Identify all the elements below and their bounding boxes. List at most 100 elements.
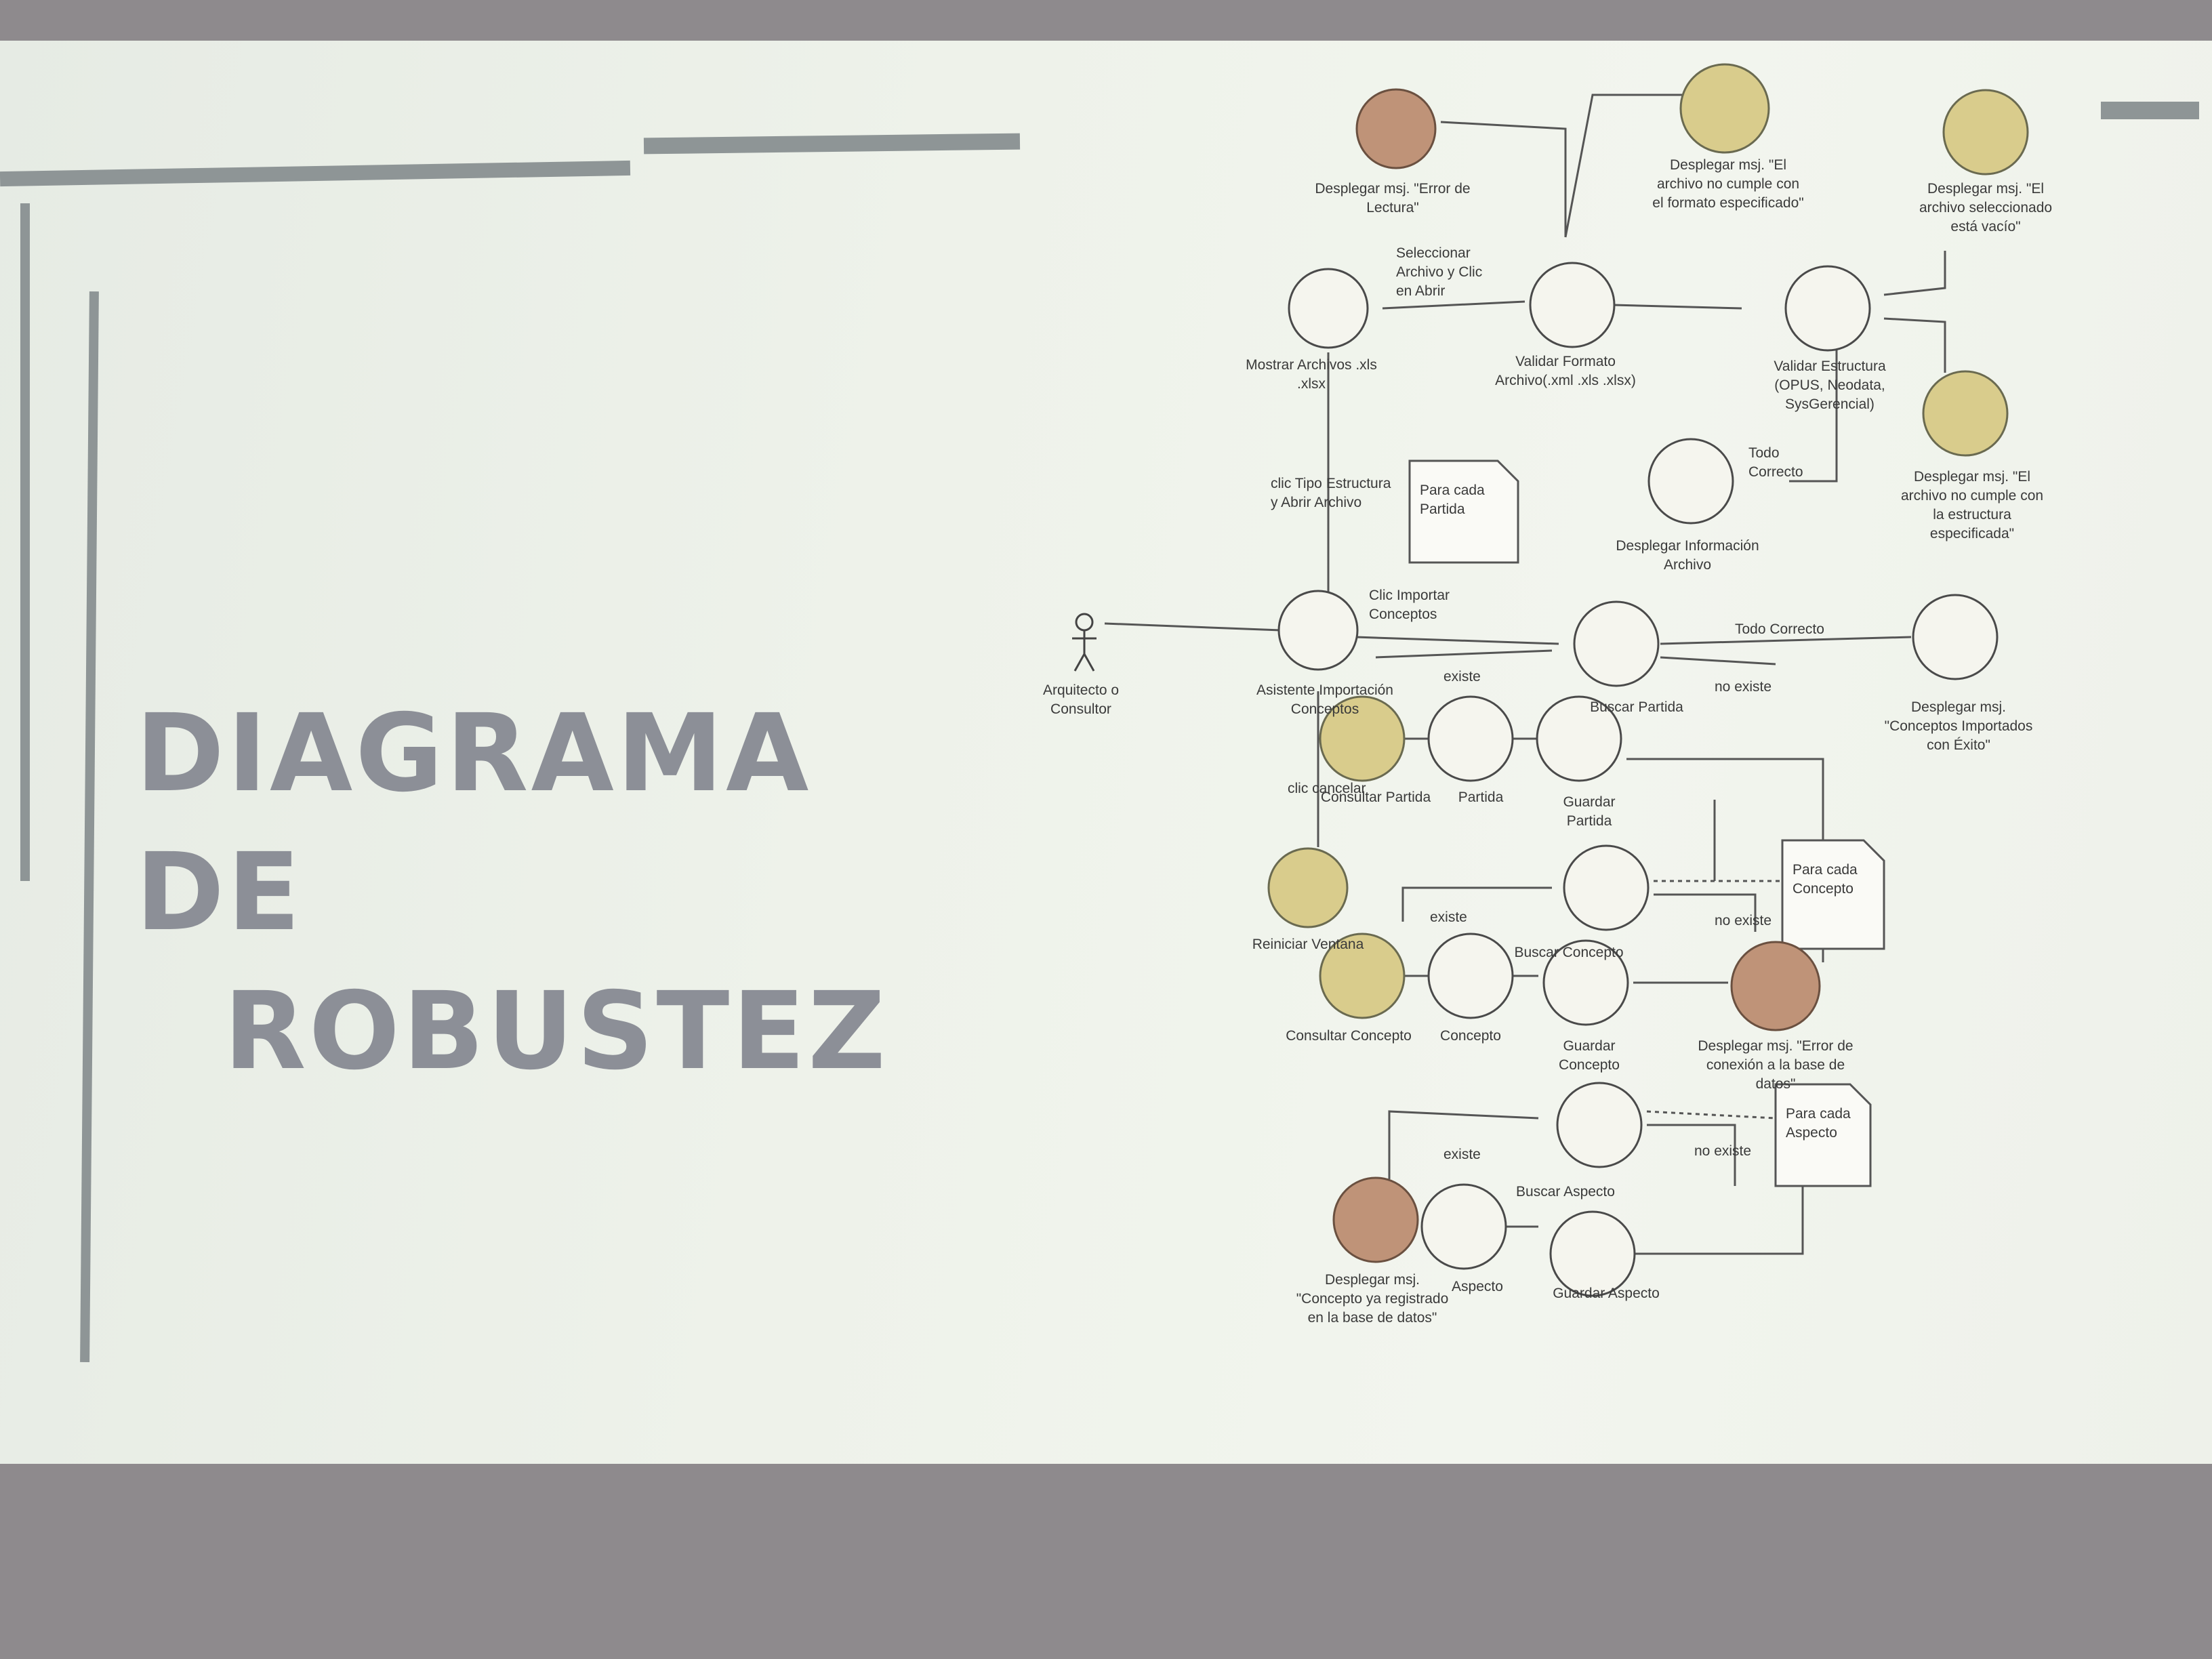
label-aspecto: Aspecto <box>1452 1279 1503 1294</box>
edge-no-estructura <box>1883 317 1946 373</box>
label-concepto: Concepto <box>1440 1028 1501 1044</box>
label-no-estructura-3: la estructura <box>1933 507 2011 523</box>
edge-vacio <box>1883 251 1946 296</box>
label-mostrar-1: Mostrar Archivos .xls <box>1246 357 1377 373</box>
label-error-lectura-2: Lectura" <box>1366 200 1419 216</box>
label-validar-estructura-1: Validar Estructura <box>1774 359 1886 374</box>
label-vacio-3: está vacío" <box>1950 219 2020 234</box>
note-partida-line1: Para cada <box>1420 483 1485 498</box>
label-importados-2: "Conceptos Importados <box>1885 718 2033 734</box>
label-buscar-concepto: Buscar Concepto <box>1514 945 1623 960</box>
label-validar-estructura-2: (OPUS, Neodata, <box>1774 377 1885 393</box>
edge-label-existe-3: existe <box>1443 1147 1481 1162</box>
label-consultar-partida: Consultar Partida <box>1321 790 1431 805</box>
label-desplegar-info-1: Desplegar Información <box>1616 538 1759 554</box>
label-no-formato-3: el formato especificado" <box>1652 195 1803 211</box>
edge-label-existe-2: existe <box>1430 909 1467 925</box>
label-reiniciar: Reiniciar Ventana <box>1252 937 1364 952</box>
left-vertical-rule-inner <box>80 291 99 1363</box>
label-buscar-aspecto: Buscar Aspecto <box>1516 1184 1615 1200</box>
note-partida-line2: Partida <box>1420 501 1465 517</box>
edge-error-lectura <box>1440 121 1567 237</box>
note-partida: Para cada Partida <box>1408 459 1519 564</box>
edge-label-no-existe-3: no existe <box>1694 1143 1751 1159</box>
label-importados-1: Desplegar msj. <box>1911 699 2006 715</box>
node-buscar-aspecto <box>1556 1082 1643 1168</box>
actor-label-1: Arquitecto o <box>1043 682 1119 698</box>
edge-labels: Seleccionar Archivo y Clic en Abrir clic… <box>1271 245 1824 1162</box>
title-line-2: ROBUSTEZ <box>224 969 888 1094</box>
note-aspecto: Para cada Aspecto <box>1774 1083 1872 1187</box>
note-concepto-line1: Para cada <box>1793 862 1858 878</box>
node-asistente <box>1277 590 1359 671</box>
label-buscar-partida: Buscar Partida <box>1590 699 1683 715</box>
node-importados <box>1912 594 1999 680</box>
label-validar-estructura-3: SysGerencial) <box>1785 396 1875 412</box>
edge-label-todo-correcto-1b: Correcto <box>1748 464 1803 480</box>
node-consultar-partida <box>1319 695 1406 782</box>
label-guardar-aspecto: Guardar Aspecto <box>1553 1286 1660 1301</box>
label-error-conexion-2: conexión a la base de <box>1706 1057 1845 1073</box>
edge-label-todo-correcto-1a: Todo <box>1748 445 1780 461</box>
edge-label-clic-importar-1: Clic Importar <box>1369 588 1450 603</box>
label-vacio-1: Desplegar msj. "El <box>1927 181 2044 197</box>
node-guardar-partida <box>1536 695 1622 782</box>
edge-todo-correcto-1 <box>1789 342 1838 483</box>
node-error-conexion <box>1730 941 1821 1031</box>
node-buscar-partida <box>1573 600 1660 687</box>
label-validar-formato-1: Validar Formato <box>1515 354 1616 369</box>
label-guardar-partida-1: Guardar <box>1563 794 1615 810</box>
node-validar-formato <box>1529 262 1616 348</box>
label-no-formato-2: archivo no cumple con <box>1657 176 1799 192</box>
title-line-1: DIAGRAMA DE <box>136 691 812 955</box>
note-aspecto-line2: Aspecto <box>1786 1125 1837 1141</box>
node-no-formato <box>1679 63 1770 154</box>
label-no-estructura-4: especificada" <box>1930 526 2014 541</box>
label-error-conexion-1: Desplegar msj. "Error de <box>1698 1038 1853 1054</box>
node-no-estructura <box>1922 370 2009 457</box>
node-validar-estructura <box>1784 265 1871 352</box>
edge-validar-estructura <box>1612 304 1742 310</box>
edge-existe-1 <box>1375 649 1553 659</box>
label-guardar-concepto-2: Concepto <box>1559 1057 1620 1073</box>
edge-buscar-concepto-noexiste <box>1654 893 1757 932</box>
edge-label-clic-tipo-1: clic Tipo Estructura <box>1271 476 1391 491</box>
note-concepto: Para cada Concepto <box>1781 839 1885 950</box>
edge-label-clic-importar-2: Conceptos <box>1369 607 1437 622</box>
label-partida: Partida <box>1458 790 1504 805</box>
label-consultar-concepto: Consultar Concepto <box>1286 1028 1412 1044</box>
label-guardar-partida-2: Partida <box>1567 813 1612 829</box>
actor-figure <box>1072 613 1097 672</box>
edge-label-clic-tipo-2: y Abrir Archivo <box>1271 495 1361 510</box>
label-guardar-concepto-1: Guardar <box>1563 1038 1615 1054</box>
node-aspecto <box>1420 1183 1507 1270</box>
edge-buscar-concepto-existe <box>1401 886 1552 922</box>
label-ya-registrado-2: "Concepto ya registrado <box>1296 1291 1449 1307</box>
node-error-lectura <box>1355 88 1437 169</box>
edge-no-existe-1 <box>1660 656 1776 665</box>
label-mostrar-2: .xlsx <box>1297 376 1326 392</box>
node-vacio <box>1942 89 2029 176</box>
label-asistente-2: Conceptos <box>1291 701 1359 717</box>
edge-note-aspecto <box>1646 1110 1776 1120</box>
note-aspecto-line1: Para cada <box>1786 1106 1851 1122</box>
node-labels: Desplegar msj. "Error de Lectura" Desple… <box>1246 157 2052 1326</box>
label-desplegar-info-2: Archivo <box>1664 557 1711 573</box>
edge-no-formato <box>1564 94 1687 238</box>
edge-clic-importar <box>1355 636 1559 645</box>
label-vacio-2: archivo seleccionado <box>1919 200 2052 216</box>
label-error-lectura-1: Desplegar msj. "Error de <box>1315 181 1470 197</box>
node-mostrar <box>1288 268 1369 349</box>
edge-label-seleccionar-1: Seleccionar <box>1396 245 1471 261</box>
node-guardar-concepto <box>1542 939 1629 1026</box>
node-desplegar-info <box>1647 438 1734 525</box>
edge-mostrar-validar <box>1382 300 1525 310</box>
edge-todo-correcto-2 <box>1660 636 1912 645</box>
header-rule-right <box>643 133 1021 155</box>
edge-label-existe-1: existe <box>1443 669 1481 684</box>
note-concepto-line2: Concepto <box>1793 881 1853 897</box>
label-ya-registrado-1: Desplegar msj. <box>1325 1272 1420 1288</box>
robustness-diagram: Para cada Partida Para cada Concepto Par… <box>1043 63 2052 1326</box>
node-partida <box>1427 695 1514 782</box>
label-importados-3: con Éxito" <box>1927 737 1990 753</box>
